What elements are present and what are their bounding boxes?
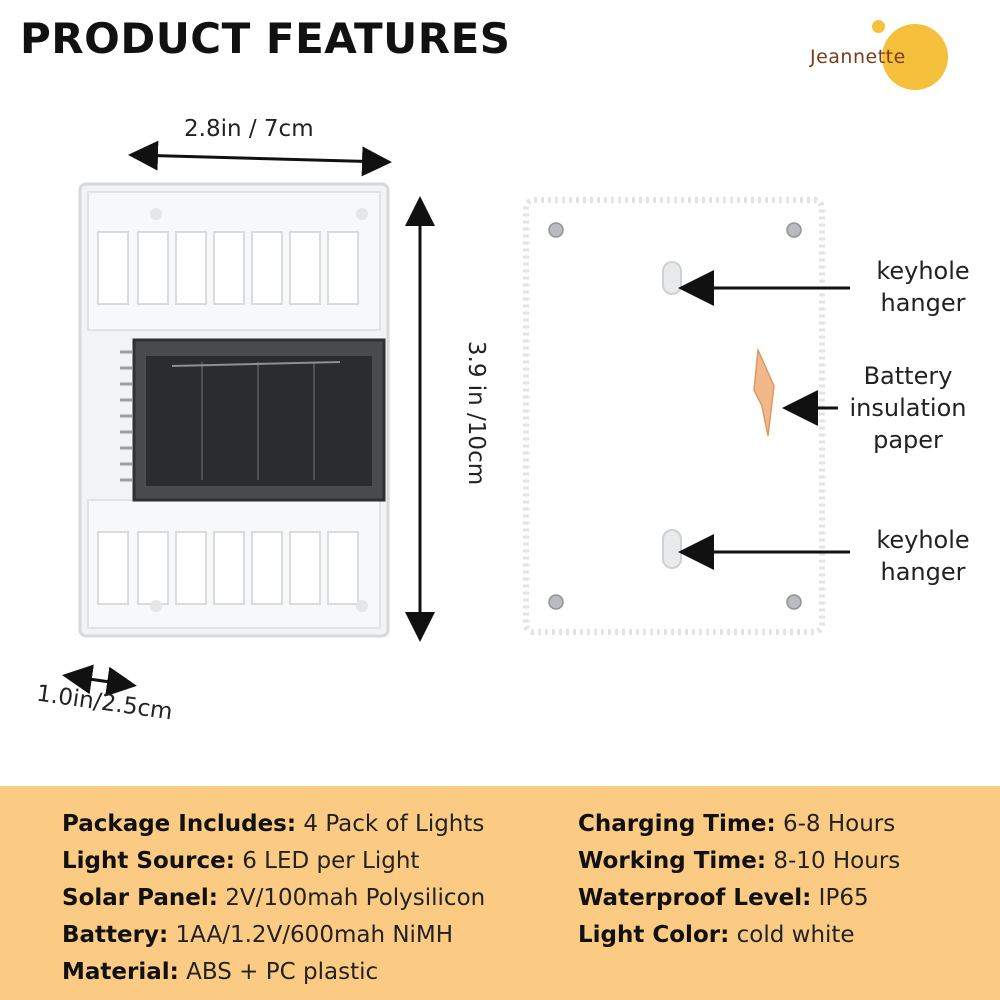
insulation-paper-icon [753,347,775,437]
height-label: 3.9 in /10cm [463,340,490,486]
width-arrow [128,140,392,177]
spec-value: 6-8 Hours [782,811,896,837]
callout-line: hanger [880,289,966,317]
spec-label: Waterproof Level: [578,885,812,911]
callout-line: hanger [880,558,966,586]
spec-value: 6 LED per Light [242,848,420,874]
callout-keyhole-bottom: keyhole hanger [848,524,998,588]
callout-keyhole-top: keyhole hanger [848,255,998,319]
page-title: PRODUCT FEATURES [20,14,511,63]
spec-row: Charging Time: 6-8 Hours [578,806,900,843]
spec-row: Light Source: 6 LED per Light [62,843,485,880]
spec-row: Material: ABS + PC plastic [62,954,485,991]
callout-line: paper [873,426,943,454]
spec-value: 2V/100mah Polysilicon [225,885,486,911]
keyhole-top-icon [662,260,682,295]
spec-value: IP65 [818,885,869,911]
spec-value: cold white [736,922,855,948]
spec-row: Waterproof Level: IP65 [578,880,900,917]
sun-icon [882,24,948,90]
screw-icon [548,222,802,610]
width-label: 2.8in / 7cm [184,116,314,142]
spec-row: Working Time: 8-10 Hours [578,843,900,880]
spec-value: 8-10 Hours [773,848,901,874]
callout-battery: Battery insulation paper [838,360,978,456]
spec-label: Charging Time: [578,811,776,837]
spec-label: Light Color: [578,922,730,948]
spec-value: 1AA/1.2V/600mah NiMH [175,922,454,948]
spec-list-right: Charging Time: 6-8 Hours Working Time: 8… [578,806,900,954]
brand-name: Jeannette [810,46,906,68]
spec-label: Solar Panel: [62,885,218,911]
spec-row: Battery: 1AA/1.2V/600mah NiMH [62,917,485,954]
spec-row: Package Includes: 4 Pack of Lights [62,806,485,843]
callout-line: insulation [849,394,967,422]
spec-label: Working Time: [578,848,767,874]
spec-list-left: Package Includes: 4 Pack of Lights Light… [62,806,485,991]
spec-label: Light Source: [62,848,235,874]
spec-row: Light Color: cold white [578,917,900,954]
spec-value: ABS + PC plastic [186,959,379,985]
depth-arrow [62,664,137,697]
brand-logo: Jeannette [810,18,980,90]
spec-row: Solar Panel: 2V/100mah Polysilicon [62,880,485,917]
back-plate [523,197,825,635]
spec-label: Battery: [62,922,169,948]
spec-label: Material: [62,959,179,985]
front-light [78,182,390,638]
callout-line: keyhole [876,257,970,285]
spec-value: 4 Pack of Lights [303,811,485,837]
callout-line: keyhole [876,526,970,554]
dot-icon [872,20,885,33]
spec-band [0,786,1000,1000]
keyhole-bottom-icon [662,528,682,569]
callout-line: Battery [863,362,953,390]
spec-label: Package Includes: [62,811,297,837]
